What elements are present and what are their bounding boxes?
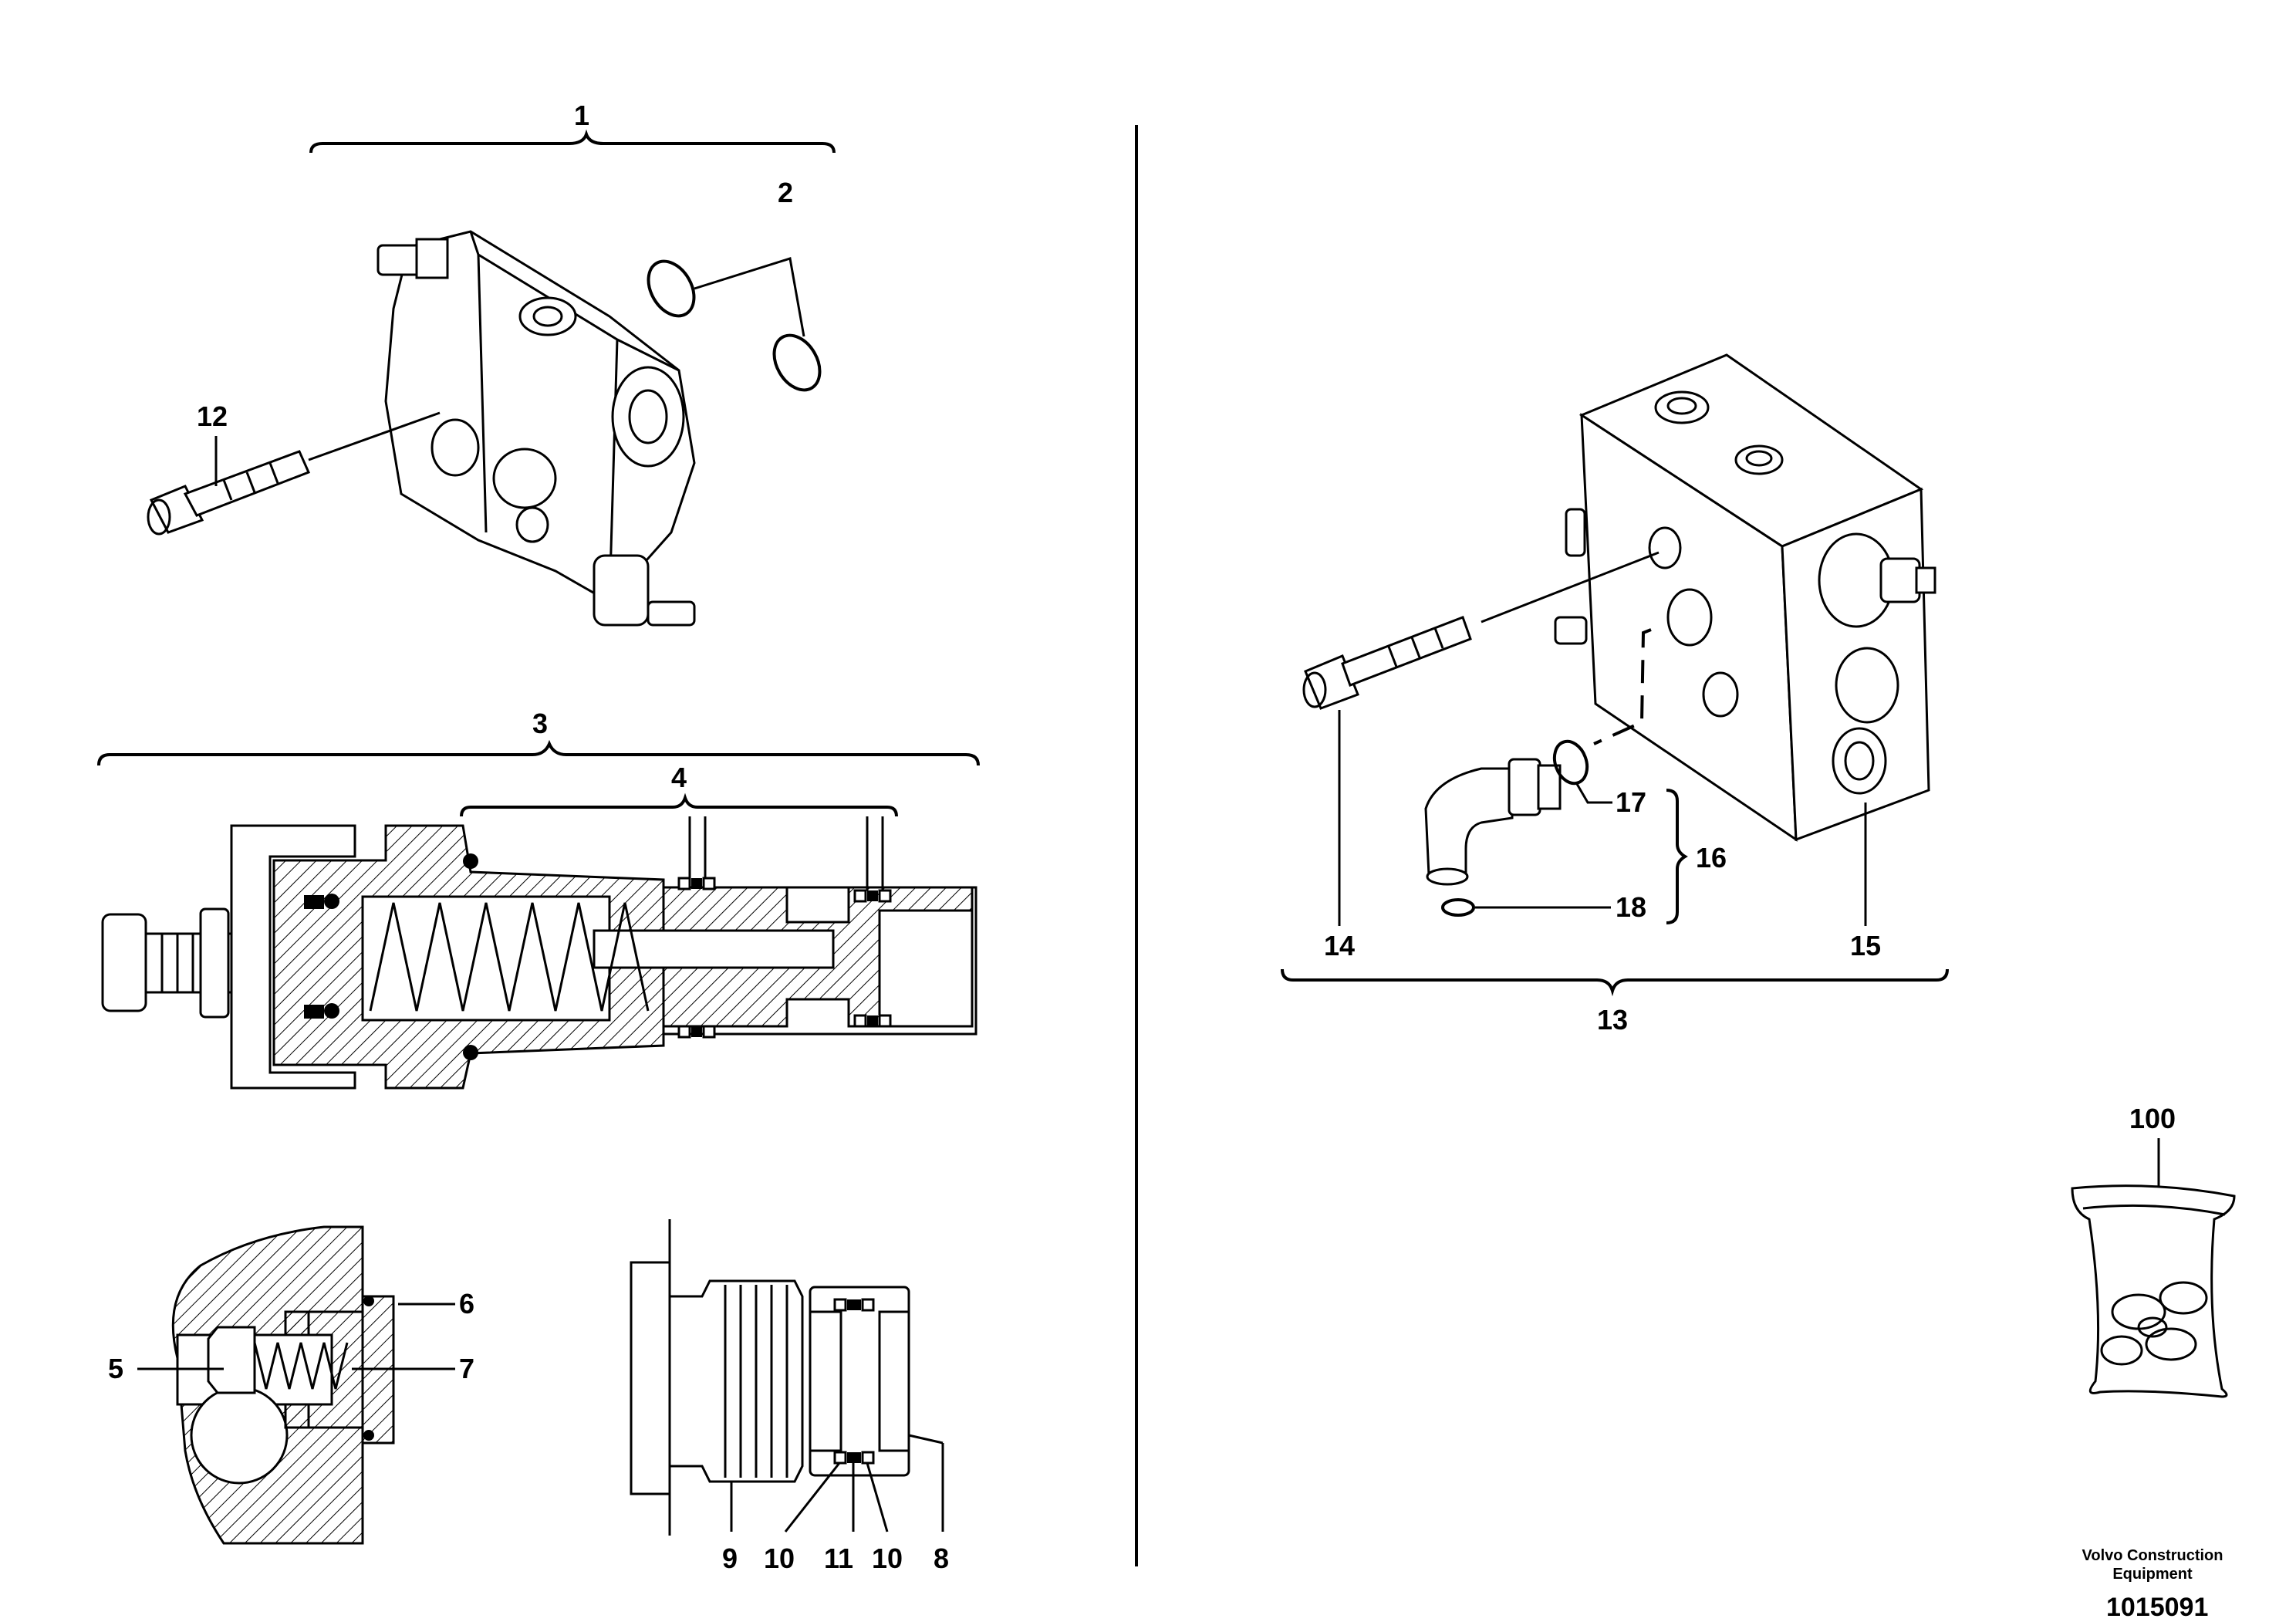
callout-2: 2 bbox=[778, 177, 793, 208]
spring bbox=[253, 1342, 349, 1390]
valve-body bbox=[376, 230, 696, 627]
callout-9: 9 bbox=[722, 1543, 738, 1574]
drawing-number: 1015091 bbox=[2106, 1593, 2208, 1622]
o-ring bbox=[772, 333, 822, 392]
detail-plug-spring: 6 5 7 bbox=[108, 1225, 474, 1545]
callout-13: 13 bbox=[1597, 1004, 1628, 1036]
callout-3: 3 bbox=[532, 708, 548, 739]
brand-line-1: Volvo Construction bbox=[2082, 1547, 2223, 1564]
callout-100: 100 bbox=[2129, 1103, 2176, 1134]
brand-line-2: Equipment bbox=[2112, 1566, 2193, 1583]
manifold-block bbox=[1554, 353, 1936, 842]
socket-head-bolt bbox=[147, 411, 441, 536]
callout-5: 5 bbox=[108, 1353, 123, 1384]
callout-7: 7 bbox=[459, 1353, 474, 1384]
callout-10: 10 bbox=[764, 1543, 795, 1574]
callout-15: 15 bbox=[1850, 930, 1881, 961]
callout-8: 8 bbox=[934, 1543, 949, 1574]
callout-17: 17 bbox=[1616, 786, 1646, 818]
valve-assembly-group: 1 2 bbox=[147, 100, 836, 627]
manifold-assembly-group: 14 15 17 18 16 13 bbox=[1281, 353, 1949, 1036]
callout-12: 12 bbox=[197, 400, 228, 432]
callout-1: 1 bbox=[574, 100, 589, 131]
elbow-fitting bbox=[1424, 758, 1562, 886]
o-ring bbox=[1441, 898, 1475, 917]
callout-16: 16 bbox=[1696, 842, 1727, 874]
callout-6: 6 bbox=[459, 1288, 474, 1320]
socket-head-bolt bbox=[1302, 551, 1660, 710]
callout-4: 4 bbox=[671, 762, 687, 793]
spring bbox=[369, 902, 650, 1012]
detail-spool-seals: 9 10 11 10 8 bbox=[630, 1219, 949, 1574]
callout-10: 10 bbox=[872, 1543, 903, 1574]
callout-18: 18 bbox=[1616, 891, 1646, 923]
callout-14: 14 bbox=[1324, 930, 1355, 961]
cartridge-section-group: 3 4 bbox=[97, 708, 980, 1090]
o-ring bbox=[647, 259, 696, 318]
callout-11: 11 bbox=[824, 1543, 853, 1574]
o-ring bbox=[1552, 739, 1589, 786]
seal-kit-bag: 100 bbox=[2071, 1103, 2236, 1398]
